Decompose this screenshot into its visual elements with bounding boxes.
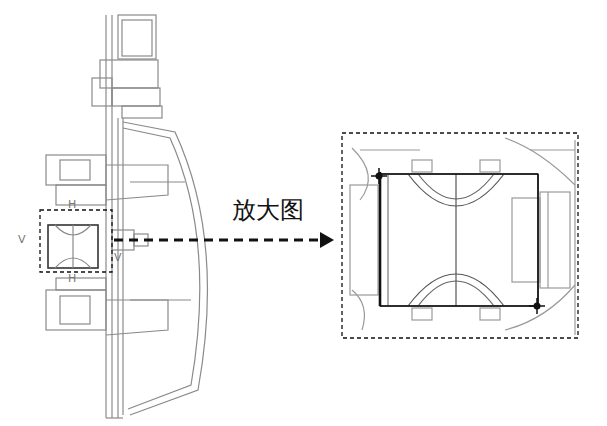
view-marker: H [68,273,76,284]
enlarge-label: 放大图 [232,198,304,222]
view-marker: H [68,199,76,210]
view-marker: V [18,234,26,245]
view-marker: V [114,252,122,263]
